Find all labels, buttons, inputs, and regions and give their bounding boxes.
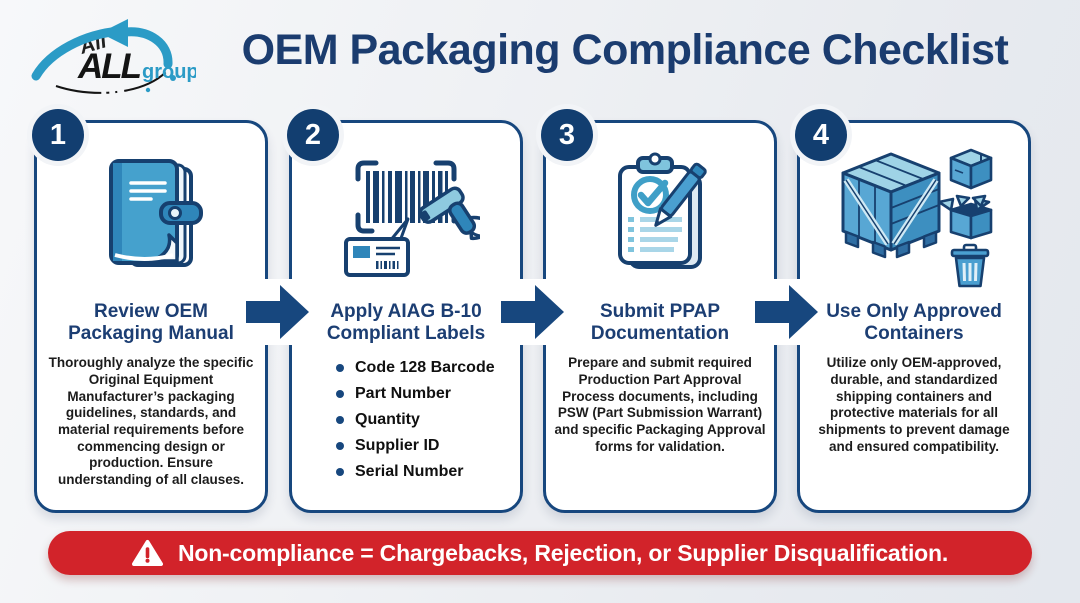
- all-group-logo: All ALL group: [26, 10, 199, 100]
- step-number-badge: 2: [287, 109, 339, 161]
- orbit-arrow-icon: [31, 19, 173, 94]
- list-item: Code 128 Barcode: [336, 360, 520, 376]
- right-arrow-icon: [501, 285, 564, 339]
- logo-primary-text: ALL: [77, 47, 141, 86]
- list-item-label: Quantity: [355, 411, 420, 429]
- step-title: Apply AIAG B-10 Compliant Labels: [326, 301, 486, 345]
- step-title: Use Only Approved Containers: [826, 301, 1002, 345]
- manual-book-icon: [37, 139, 265, 295]
- step-title: Review OEM Packaging Manual: [68, 301, 234, 345]
- warning-triangle-icon: [131, 540, 163, 566]
- step-card-approved-containers: 4: [795, 109, 1031, 513]
- step-number-badge: 4: [795, 109, 847, 161]
- box-closed-icon: [949, 148, 993, 190]
- step-description: Thoroughly analyze the specific Original…: [48, 355, 254, 488]
- trash-can-icon: [950, 243, 990, 288]
- step-number-badge: 3: [541, 109, 593, 161]
- warning-text: Non-compliance = Chargebacks, Rejection,…: [177, 539, 949, 566]
- list-item-label: Code 128 Barcode: [355, 359, 495, 377]
- list-item: Supplier ID: [336, 438, 520, 454]
- step-description: Utilize only OEM-approved, durable, and …: [818, 355, 1010, 454]
- step-description: Prepare and submit required Production P…: [554, 355, 766, 454]
- bullet-dot: [336, 416, 344, 425]
- bullet-dot: [336, 468, 344, 477]
- step-card-aiag-labels: 2: [287, 109, 523, 513]
- list-item-label: Serial Number: [355, 463, 464, 481]
- label-requirements-list: Code 128 Barcode Part Number Quantity Su…: [336, 360, 520, 480]
- bullet-dot: [336, 442, 344, 451]
- non-compliance-warning-banner: Non-compliance = Chargebacks, Rejection,…: [48, 531, 1032, 575]
- page-title: OEM Packaging Compliance Checklist: [241, 26, 1009, 74]
- list-item: Quantity: [336, 412, 520, 428]
- clipboard-check-icon: [546, 139, 774, 295]
- list-item-label: Supplier ID: [355, 437, 440, 455]
- list-item: Serial Number: [336, 464, 520, 480]
- step-number-badge: 1: [32, 109, 84, 161]
- list-item: Part Number: [336, 386, 520, 402]
- logo-suffix-text: group: [142, 61, 196, 83]
- barcode-scanner-icon: [292, 139, 520, 295]
- shipping-crate-icon: [800, 139, 1028, 295]
- step-card-ppap-documentation: 3: [541, 109, 777, 513]
- step-card-review-manual: 1 Review OEM Packaging Manual Thoroughly…: [32, 109, 268, 513]
- bullet-dot: [336, 390, 344, 399]
- step-title: Submit PPAP Documentation: [590, 301, 730, 345]
- right-arrow-icon: [755, 285, 818, 339]
- list-item-label: Part Number: [355, 385, 452, 403]
- bullet-dot: [336, 364, 344, 373]
- right-arrow-icon: [246, 285, 309, 339]
- box-open-icon: [937, 194, 993, 240]
